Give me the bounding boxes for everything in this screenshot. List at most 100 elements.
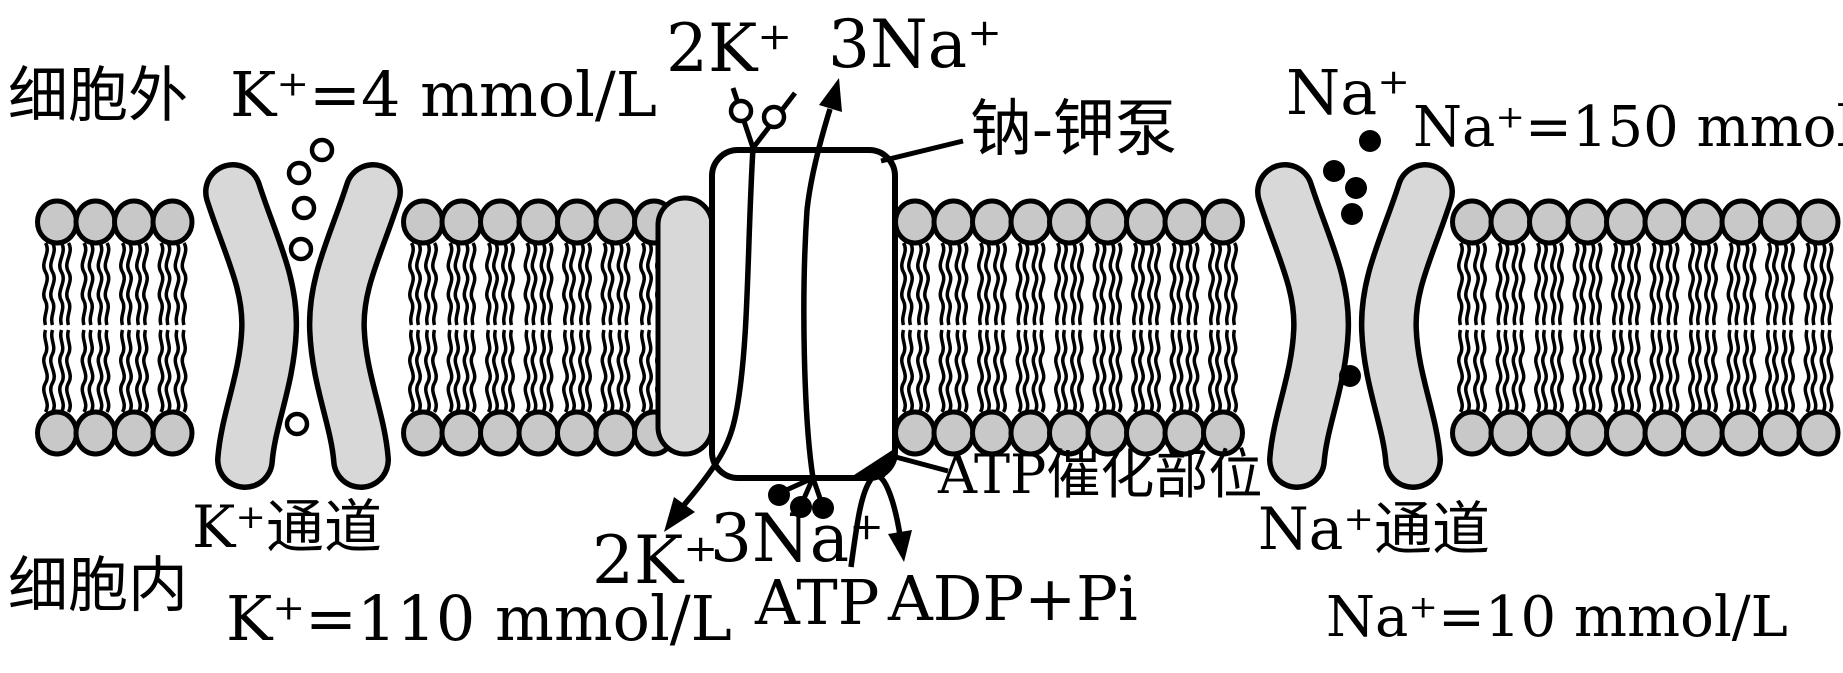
lipid-tail — [42, 329, 49, 413]
lipid-tail — [1077, 329, 1084, 413]
lipid-tail — [585, 242, 592, 326]
lipid-tail — [1480, 242, 1487, 326]
lipid-tail — [1185, 329, 1193, 413]
lipid-tail — [1711, 242, 1718, 326]
lipid-tail — [87, 242, 95, 326]
lipid-tail — [446, 329, 454, 413]
na-ion — [768, 484, 790, 506]
lipid-tail — [646, 242, 653, 326]
lipid-tail — [173, 242, 181, 326]
lipid-tail — [523, 329, 531, 413]
lipid-head — [1719, 198, 1764, 246]
label-extracellular: 细胞外 — [8, 61, 188, 131]
lipid-tail — [1099, 242, 1107, 326]
lipid-tail — [65, 329, 72, 413]
lipid-head — [1604, 198, 1648, 246]
lipid-tail — [58, 242, 65, 326]
lipid-tail — [1541, 329, 1548, 413]
lipid-tail — [1031, 329, 1039, 413]
lipid-tail — [1649, 242, 1657, 326]
lipid-head — [1565, 409, 1610, 457]
k-ion — [309, 137, 335, 163]
lipid-tail — [1742, 242, 1750, 326]
lipid-tail — [501, 329, 508, 413]
lipid-tail — [954, 329, 962, 413]
lipid-tail — [1803, 329, 1811, 413]
lipid-tail — [1742, 329, 1750, 413]
lipid-tail — [616, 242, 624, 326]
lipid-tail — [1534, 329, 1541, 413]
lipid-tail — [900, 242, 907, 326]
label-na-out-concentration: Na⁺=150 mmol/L — [1413, 95, 1843, 160]
lipid-tail — [1495, 242, 1503, 326]
lipid-tail — [1618, 242, 1625, 326]
lipid-tail — [1688, 329, 1695, 413]
lipid-tail — [96, 329, 104, 413]
lipid-tail — [623, 329, 631, 413]
lipid-tail — [1147, 329, 1154, 413]
lipid-tail — [530, 329, 538, 413]
lipid-tail — [1115, 242, 1123, 326]
lipid-tail — [1154, 329, 1161, 413]
lipid-tail — [415, 242, 422, 326]
lipid-head — [1488, 198, 1533, 246]
lipid-tail — [1092, 329, 1100, 413]
lipid-tail — [616, 329, 624, 413]
lipid-head — [1796, 409, 1841, 457]
lipid-tail — [1656, 329, 1664, 413]
lipid-tail — [103, 329, 111, 413]
lipid-tail — [1208, 329, 1215, 413]
lipid-tail — [157, 242, 165, 326]
k-influx-path — [681, 147, 756, 507]
lipid-tail — [578, 329, 585, 413]
lipid-tail — [1711, 329, 1718, 413]
lipid-tail — [1672, 329, 1680, 413]
lipid-tail — [1192, 242, 1200, 326]
na-ion — [1341, 203, 1363, 225]
lipid-tail — [80, 329, 88, 413]
lipid-tail — [1656, 242, 1664, 326]
lipid-tail — [1819, 242, 1827, 326]
lipid-head — [35, 409, 79, 457]
lipid-head — [1047, 198, 1091, 246]
lipid-tail — [1070, 242, 1077, 326]
lipid-tail — [1099, 329, 1107, 413]
na-channel-protein — [1255, 162, 1455, 490]
lipid-tail — [1826, 242, 1834, 326]
lipid-tail — [1695, 242, 1702, 326]
lipid-tail — [142, 242, 149, 326]
atp-reaction-arrow — [848, 473, 903, 568]
lipid-tail — [961, 329, 969, 413]
lipid-tail — [1595, 242, 1603, 326]
lipid-head — [893, 409, 937, 457]
lipid-tail — [1704, 242, 1711, 326]
lipid-tail — [1495, 329, 1503, 413]
lipid-tail — [1826, 329, 1834, 413]
lipid-tail — [1169, 329, 1177, 413]
lipid-tail — [80, 242, 88, 326]
lipid-tail — [907, 329, 914, 413]
lipid-head — [1201, 198, 1245, 246]
lipid-head — [439, 409, 484, 457]
lipid-tail — [1772, 242, 1779, 326]
lipid-head — [439, 198, 484, 246]
atp-site-pointer — [891, 453, 949, 474]
lipid-tail — [1572, 242, 1580, 326]
lipid-tail — [58, 329, 65, 413]
k-channel-protein — [203, 162, 403, 490]
lipid-tail — [164, 242, 172, 326]
lipid-tail — [1518, 242, 1526, 326]
lipid-tail — [1579, 329, 1587, 413]
lipid-tail — [1749, 242, 1757, 326]
label-na-top: Na⁺ — [1286, 56, 1410, 129]
lipid-tail — [523, 242, 531, 326]
lipid-tail — [1224, 242, 1231, 326]
k-ion — [728, 98, 754, 124]
lipid-tail — [446, 242, 454, 326]
lipid-head — [1681, 198, 1725, 246]
lipid-tail — [65, 242, 72, 326]
lipid-head — [970, 198, 1014, 246]
lipid-tail — [1634, 242, 1641, 326]
lipid-head — [478, 409, 522, 457]
lipid-tail — [1788, 242, 1795, 326]
